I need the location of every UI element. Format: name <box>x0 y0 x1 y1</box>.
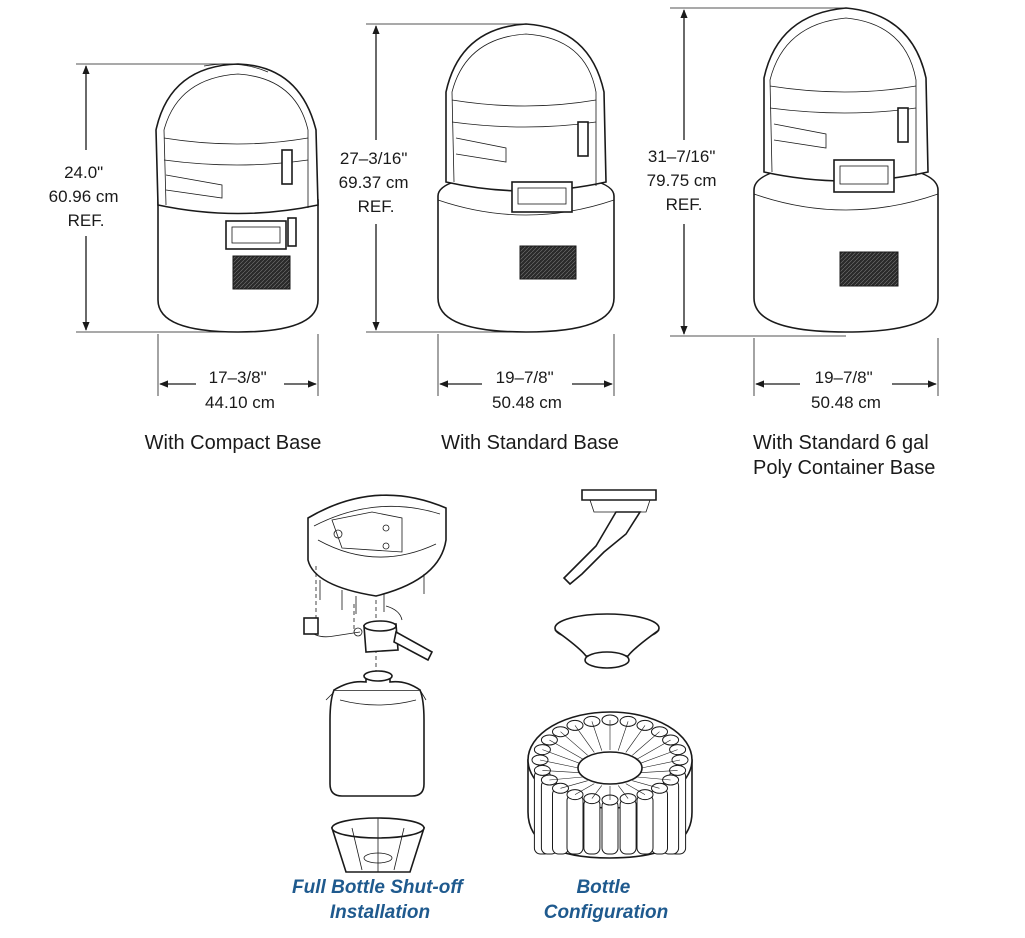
bottle-ring <box>531 714 689 855</box>
sampler-3-height-label: 31–7/16" 79.75 cm REF. <box>647 147 722 214</box>
bottle-configuration-caption: Bottle Configuration <box>544 877 669 923</box>
bottle-configuration-exploded-drawing <box>527 489 693 859</box>
sampler-1-caption: With Compact Base <box>145 432 322 454</box>
sampler-2-width-label: 19–7/8" 50.48 cm <box>492 368 562 412</box>
sampler-1-height-label: 24.0" 60.96 cm REF. <box>49 163 124 230</box>
sampler-1-width-label: 17–3/8" 44.10 cm <box>205 368 275 412</box>
sampler-compact-base-drawing <box>155 63 319 333</box>
sampler-poly-container-base-drawing <box>753 7 939 333</box>
sampler-standard-base-drawing <box>437 23 615 333</box>
dimension-lines <box>76 7 939 396</box>
full-bottle-shutoff-exploded-drawing <box>303 494 447 873</box>
sampler-2-height-label: 27–3/16" 69.37 cm REF. <box>339 149 414 216</box>
sampler-3-width-label: 19–7/8" 50.48 cm <box>811 368 881 412</box>
sampler-2-caption: With Standard Base <box>441 432 619 454</box>
full-bottle-shutoff-caption: Full Bottle Shut-off Installation <box>292 877 468 923</box>
sampler-3-caption: With Standard 6 gal Poly Container Base <box>753 432 935 479</box>
